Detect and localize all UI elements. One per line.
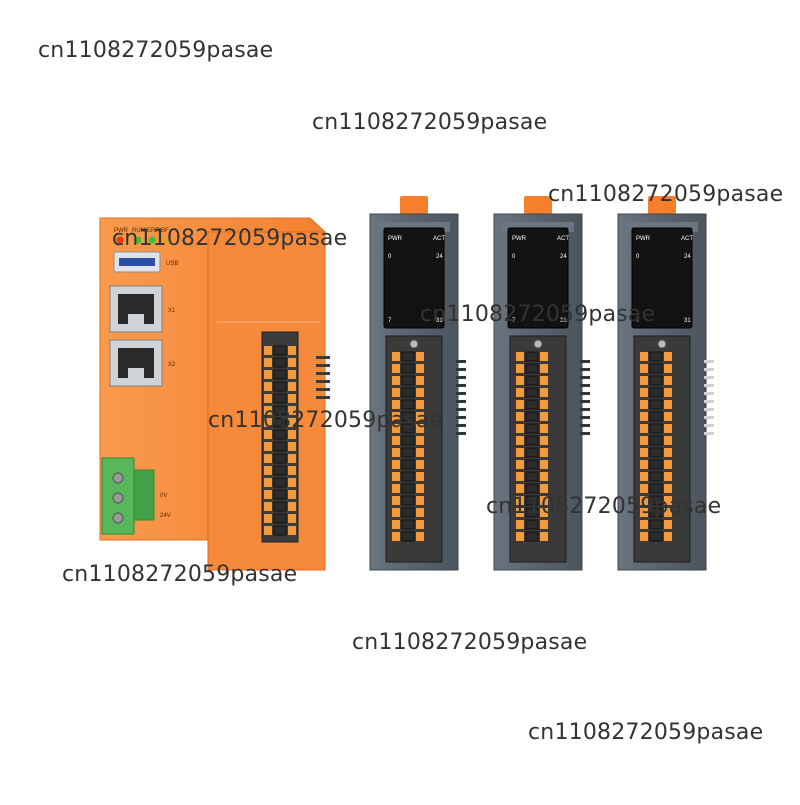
run-led-icon: [134, 236, 142, 244]
watermark-text: cn1108272059pasae: [420, 302, 656, 327]
status-display: [507, 227, 569, 329]
power-24v-label: 24V: [160, 513, 171, 519]
watermark-text: cn1108272059pasae: [38, 38, 274, 63]
bf-led-icon: [162, 236, 170, 244]
display-label-top-right-index: 24: [560, 254, 567, 260]
display-label-top-right-index: 24: [684, 254, 691, 260]
watermark-text: cn1108272059pasae: [352, 630, 588, 655]
module-latch[interactable]: [524, 196, 552, 214]
io-module: PWR ACT 0 24 7 31: [617, 196, 714, 571]
module-latch[interactable]: [648, 196, 676, 214]
display-label-bottom-right-index: 31: [684, 318, 691, 324]
cpu-terminal-strip: [264, 345, 296, 536]
status-display: [631, 227, 693, 329]
watermark-text: cn1108272059pasae: [112, 226, 348, 251]
io-module: PWR ACT 0 24 7 31: [369, 196, 466, 571]
terminal-strip: [516, 351, 548, 542]
module-latch[interactable]: [400, 196, 428, 214]
led-label-err: ERR: [147, 228, 160, 234]
io-module: PWR ACT 0 24 7 31: [493, 196, 590, 571]
watermark-text: cn1108272059pasae: [528, 720, 764, 745]
display-label-start-index: 0: [388, 254, 392, 260]
watermark-text: cn1108272059pasae: [548, 182, 784, 207]
display-label-start-index: 0: [636, 254, 640, 260]
led-label-bf: BF: [161, 228, 169, 234]
display-label-top-right-index: 24: [436, 254, 443, 260]
display-label-bottom-left-index: 7: [636, 318, 640, 324]
terminal-strip: [640, 351, 672, 542]
display-label-bottom-left-index: 7: [512, 318, 516, 324]
watermark-text: cn1108272059pasae: [312, 110, 548, 135]
display-label-bottom-left-index: 7: [388, 318, 392, 324]
usb-label: USB: [166, 261, 178, 267]
display-label-act-label: ACT: [433, 236, 445, 242]
power-terminal-block[interactable]: [101, 457, 155, 535]
display-label-pwr-label: PWR: [636, 236, 651, 242]
display-label-bottom-right-index: 31: [436, 318, 443, 324]
display-label-pwr-label: PWR: [388, 236, 403, 242]
led-label-run: RUN: [132, 228, 145, 234]
watermark-text: cn1108272059pasae: [486, 494, 722, 519]
x2-label: X2: [168, 362, 176, 368]
terminal-strip: [392, 351, 424, 542]
led-label-pwr: PWR: [114, 228, 129, 234]
x1-label: X1: [168, 308, 176, 314]
display-label-act-label: ACT: [557, 236, 569, 242]
display-label-act-label: ACT: [681, 236, 693, 242]
display-label-bottom-right-index: 31: [560, 318, 567, 324]
watermark-text: cn1108272059pasae: [208, 408, 444, 433]
display-label-start-index: 0: [512, 254, 516, 260]
power-0v-label: 0V: [160, 493, 167, 499]
display-label-pwr-label: PWR: [512, 236, 527, 242]
err-led-icon: [148, 236, 156, 244]
watermark-text: cn1108272059pasae: [62, 562, 298, 587]
io-modules: PWR ACT 0 24 7 31 PWR ACT 0 24 7 31 PWR ACT 0 24 7 31: [369, 196, 714, 571]
cpu-module: PWR RUN ERR BF USB X1 X2 0V 24V: [99, 217, 330, 571]
pwr-led-icon: [116, 236, 124, 244]
status-display: [383, 227, 445, 329]
